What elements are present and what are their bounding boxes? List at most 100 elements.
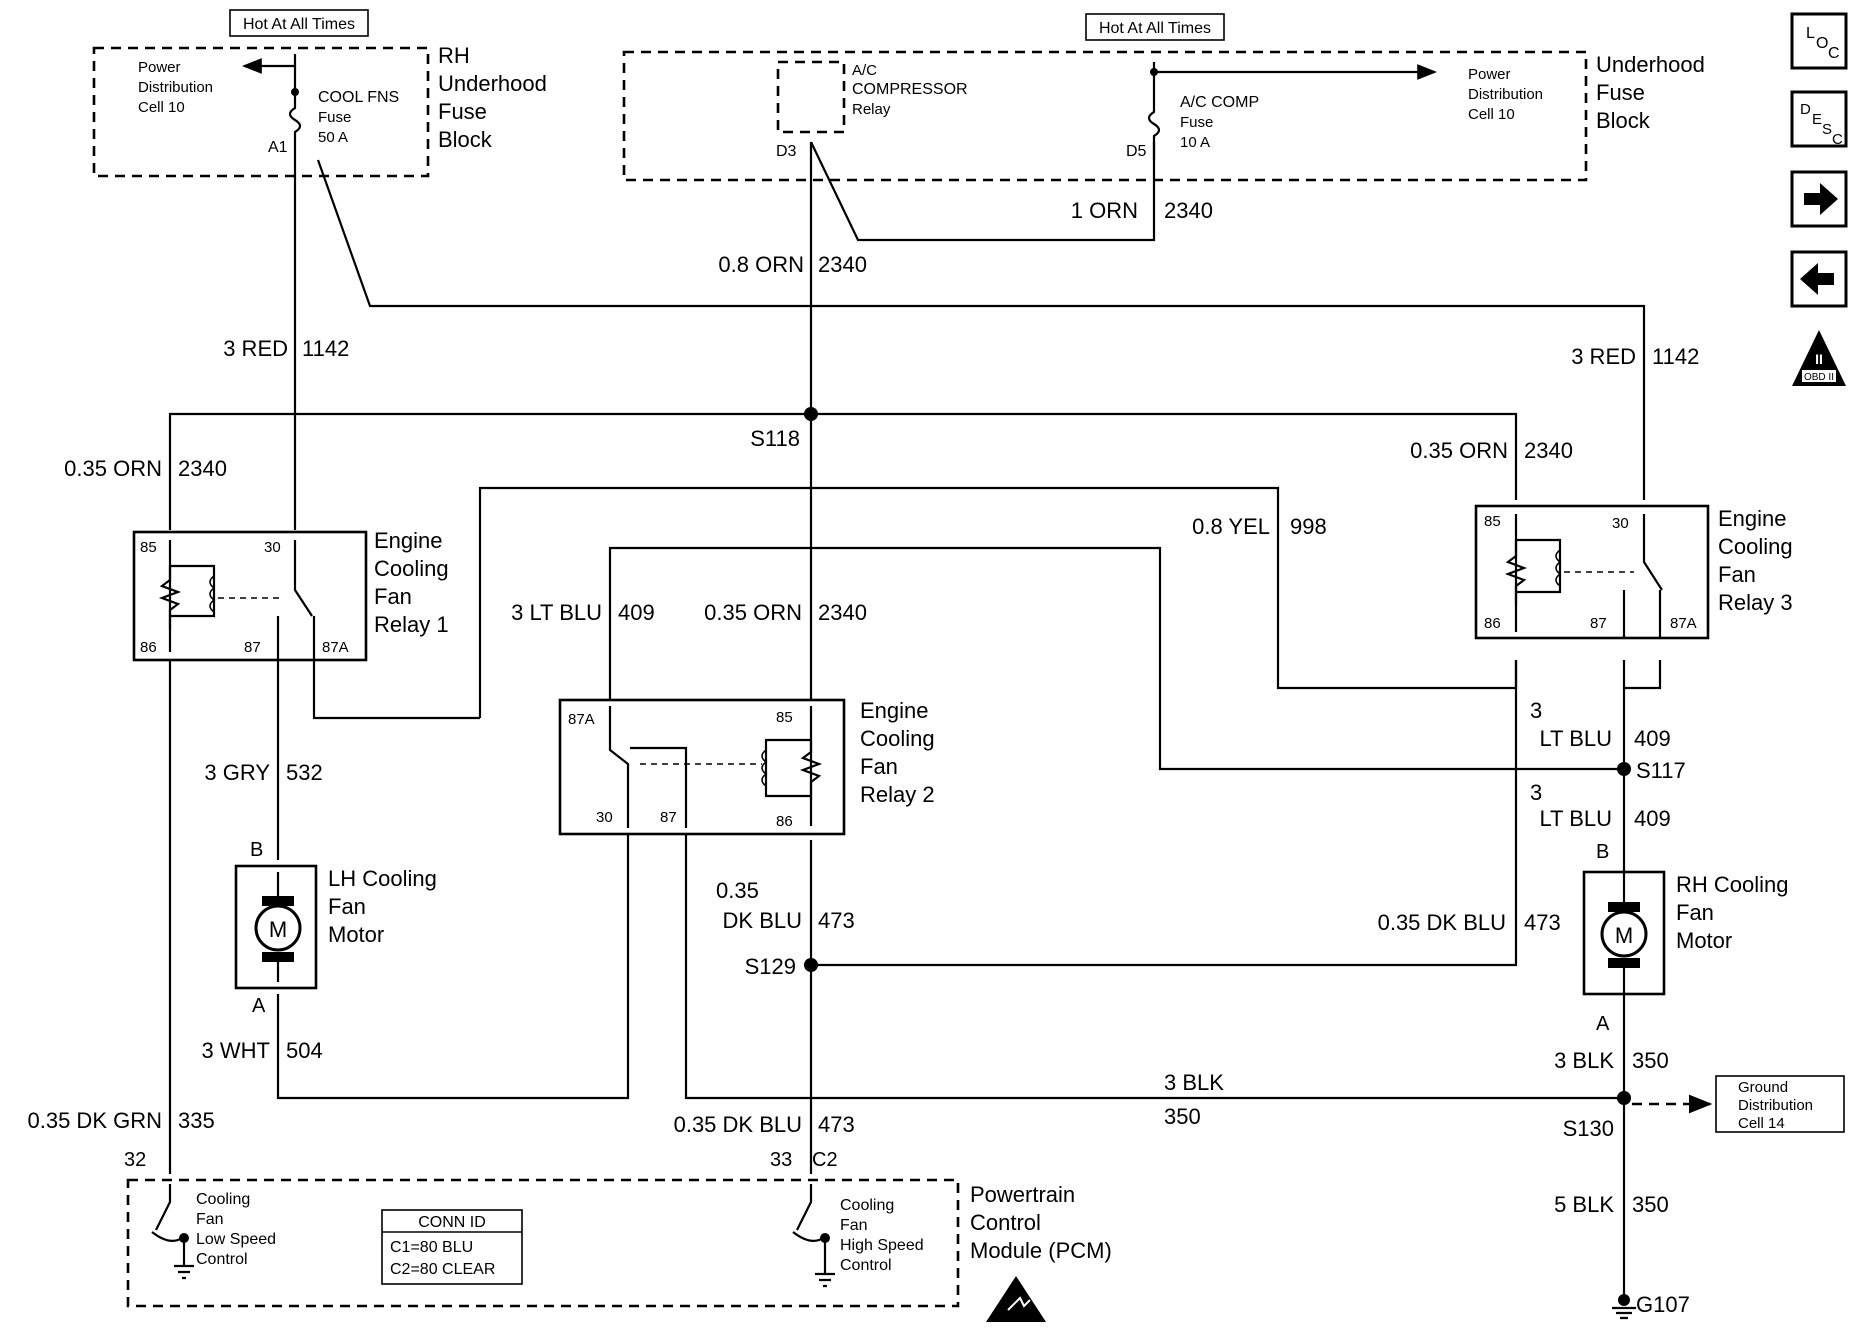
wire-3ltblu-r1-color: LT BLU [1539, 726, 1612, 751]
hot-label-right: Hot At All Times [1099, 20, 1211, 37]
ground-box-1: Ground [1738, 1079, 1788, 1096]
pcm-low-4: Control [196, 1251, 248, 1268]
wire-3ltblu-mid-circuit: 409 [618, 600, 655, 625]
wire-035orn-right-circuit: 2340 [1524, 438, 1573, 463]
desc-d: D [1800, 101, 1811, 118]
wiring [168, 141, 1713, 1300]
loc-button[interactable]: L O C [1790, 12, 1848, 70]
ac-relay-3: Relay [852, 101, 891, 118]
rh-motor-pin-b: B [1596, 841, 1609, 863]
pcm-pin-32: 32 [124, 1149, 146, 1171]
pcm-title-3: Module (PCM) [970, 1238, 1112, 1263]
lh-cooling-fan-motor: M B A LH Cooling Fan Motor [234, 839, 437, 1017]
rh-motor-symbol [1600, 910, 1648, 958]
pcm-high-3: High Speed [840, 1237, 924, 1254]
underhood-fuse-block: A/C COMPRESSOR Relay A/C COMP Fuse 10 A … [622, 50, 1705, 182]
wire-1orn-color: 1 ORN [1071, 198, 1138, 223]
hot-label-left-box [229, 9, 369, 37]
splice-s129-label: S129 [745, 954, 796, 979]
rh-fuse-block-title-4: Block [438, 127, 493, 152]
relay-2-title-4: Relay 2 [860, 782, 935, 807]
relay-2-pin87: 87 [660, 809, 677, 826]
wire-035orn-mid-circuit: 2340 [818, 600, 867, 625]
uh-title-3: Block [1596, 108, 1651, 133]
wire-3blk-h-color: 3 BLK [1164, 1070, 1224, 1095]
relay-3-coil [1504, 540, 1528, 606]
uh-pdc-3: Cell 10 [1468, 106, 1515, 123]
conn-id-c1: C1=80 BLU [390, 1239, 473, 1256]
relay-2-coil [799, 740, 823, 800]
relay-3-switch [1642, 514, 1663, 591]
relay-2: 87A 85 30 87 86 Engine Cooling Fan Relay… [558, 698, 935, 836]
ac-comp-fuse [1147, 72, 1161, 160]
rh-fuse-block-title-3: Fuse [438, 99, 487, 124]
wire-08orn-color: 0.8 ORN [718, 252, 804, 277]
relay-1-title-2: Cooling [374, 556, 449, 581]
uh-title-2: Fuse [1596, 80, 1645, 105]
rh-motor-title-3: Motor [1676, 928, 1732, 953]
splice-s117-label: S117 [1636, 758, 1686, 783]
ground-box-2: Distribution [1738, 1097, 1813, 1114]
ac-fuse-2: Fuse [1180, 114, 1213, 131]
obd-ii-button[interactable]: II OBD II [1792, 330, 1846, 386]
pcm-module: 32 33 C2 Cooling Fan Low Speed Control C… [124, 1149, 1112, 1322]
wire-3wht-color: 3 WHT [202, 1038, 270, 1063]
hot-label-left: Hot At All Times [243, 16, 355, 33]
relay-1-title-4: Relay 1 [374, 612, 449, 637]
splice-s117 [1617, 762, 1631, 776]
relay-3-title-1: Engine [1718, 506, 1787, 531]
rh-fuse-1: COOL FNS [318, 89, 399, 106]
wire-035dkgrn-color: 0.35 DK GRN [28, 1108, 163, 1133]
relay-2-title-2: Cooling [860, 726, 935, 751]
rh-fuse-block-title-2: Underhood [438, 71, 547, 96]
relay-1-pin30: 30 [264, 539, 281, 556]
splice-s118 [804, 407, 818, 421]
relay-3-pin87a: 87A [1670, 615, 1697, 632]
wire-035dkblu-mid-circuit: 473 [818, 908, 855, 933]
desc-s: S [1822, 121, 1832, 138]
lh-motor-pin-a: A [252, 995, 266, 1017]
wire-035dkblu-mid-color: DK BLU [723, 908, 802, 933]
lh-motor-title-3: Motor [328, 922, 384, 947]
wire-3ltblu-r2-color: LT BLU [1539, 806, 1612, 831]
rh-pdc-3: Cell 10 [138, 99, 185, 116]
loc-l: L [1806, 25, 1815, 42]
relay-2-pin87a: 87A [568, 711, 595, 728]
conn-id-c2: C2=80 CLEAR [390, 1261, 495, 1278]
wire-035dkgrn-circuit: 335 [178, 1108, 215, 1133]
ground-distribution-box [1715, 1075, 1845, 1133]
splice-s130 [1617, 1091, 1631, 1105]
obd-ii-roman: II [1815, 351, 1823, 367]
relay-3-pin87: 87 [1590, 615, 1607, 632]
rh-fuse-block-title-1: RH [438, 43, 470, 68]
rh-pdc-2: Distribution [138, 79, 213, 96]
ground-g107-label: G107 [1636, 1292, 1690, 1317]
uh-title-1: Underhood [1596, 52, 1705, 77]
wire-08orn-circuit: 2340 [818, 252, 867, 277]
prev-arrow-button[interactable] [1790, 250, 1848, 308]
wire-3ltblu-r2-gauge: 3 [1530, 780, 1542, 805]
ac-fuse-3: 10 A [1180, 134, 1210, 151]
wire-3ltblu-r1-gauge: 3 [1530, 698, 1542, 723]
wire-3red-right-color: 3 RED [1571, 344, 1636, 369]
uh-pdc-1: Power [1468, 66, 1511, 83]
desc-button[interactable]: D E S C [1790, 90, 1848, 148]
hot-label-right-box [1085, 13, 1225, 41]
next-arrow-button[interactable] [1790, 170, 1848, 228]
ground-g107: G107 [1612, 1292, 1690, 1320]
conn-id-box [381, 1209, 523, 1285]
relay-2-pin30: 30 [596, 809, 613, 826]
relay-1-pin87: 87 [244, 639, 261, 656]
ac-compressor-relay-box [776, 60, 846, 134]
rh-motor-title-2: Fan [1676, 900, 1714, 925]
pcm-low-speed-switch [151, 1184, 183, 1243]
wire-3gry-circuit: 532 [286, 760, 323, 785]
ac-relay-2: COMPRESSOR [852, 81, 968, 98]
pin-d3: D3 [776, 143, 797, 160]
wire-035dkblu-bot-color: 0.35 DK BLU [674, 1112, 802, 1137]
relay-2-title-1: Engine [860, 698, 929, 723]
pcm-title-1: Powertrain [970, 1182, 1075, 1207]
wire-3gry-color: 3 GRY [204, 760, 270, 785]
relay-3-pin85: 85 [1484, 513, 1501, 530]
relay-3-title-2: Cooling [1718, 534, 1793, 559]
